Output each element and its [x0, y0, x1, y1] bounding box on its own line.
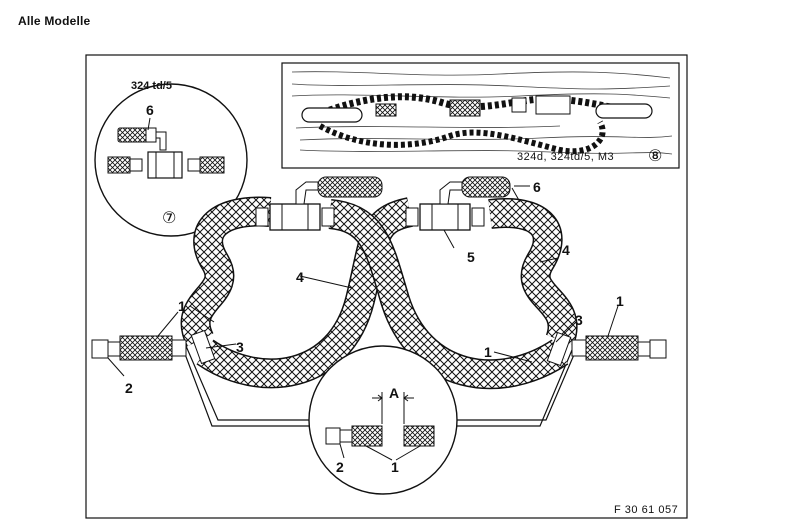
- inset-7-marker: ⑦: [162, 208, 176, 227]
- callout-1-right: 1: [616, 293, 624, 309]
- right-end-connector: [546, 331, 667, 367]
- callout-3-left: 3: [236, 339, 244, 355]
- fuel-filter-left: [255, 176, 383, 231]
- inset-8-panel: [281, 62, 680, 169]
- inset-7-panel: [94, 83, 248, 237]
- callout-3-right: 3: [575, 312, 583, 328]
- callout-4-right: 4: [562, 242, 570, 258]
- callout-4-left: 4: [296, 269, 304, 285]
- figure-frame: [85, 54, 688, 519]
- fuel-filter-right: [405, 176, 511, 231]
- inset-8-marker: ⑧: [648, 146, 662, 165]
- inset-8-variant: 324d, 324td/5, M3: [517, 151, 614, 163]
- detail-callout-1: 1: [391, 459, 399, 475]
- callout-1-left: 1: [178, 298, 186, 314]
- connector-wires: [181, 345, 577, 427]
- left-end-connector: [91, 329, 216, 365]
- inset-7-variant: 324 td/5: [131, 80, 172, 92]
- figure-code: F 30 61 057: [614, 504, 678, 516]
- page-title: Alle Modelle: [18, 14, 91, 28]
- callout-6: 6: [533, 179, 541, 195]
- detail-callout-2: 2: [336, 459, 344, 475]
- callout-1-center: 1: [484, 344, 492, 360]
- callout-2-left: 2: [125, 380, 133, 396]
- callout-5: 5: [467, 249, 475, 265]
- callout-leaders: [107, 185, 619, 377]
- inset-7-callout-6: 6: [146, 102, 154, 118]
- detail-circle: [308, 345, 458, 495]
- detail-gap-label: A: [389, 385, 399, 401]
